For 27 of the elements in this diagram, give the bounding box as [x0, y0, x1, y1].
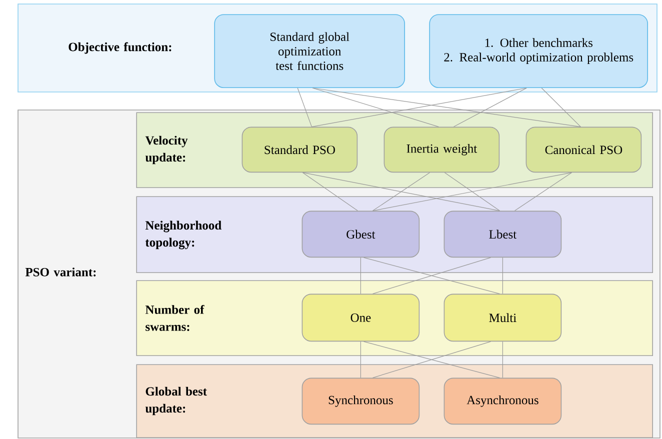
option-box: Gbest [302, 210, 420, 258]
option-box: Synchronous [302, 378, 420, 425]
option-box: 1. Other benchmarks 2. Real-world optimization problems [429, 14, 648, 88]
connector-line [502, 341, 503, 378]
connector-line [453, 88, 527, 128]
connector-line [312, 88, 581, 128]
connector-line [311, 88, 527, 128]
option-box: One [302, 294, 420, 342]
connector-line [541, 88, 581, 128]
connector-line [297, 88, 312, 128]
connector-line [302, 172, 358, 212]
option-box: Canonical PSO [526, 126, 642, 173]
option-box: Standard global optimization test functions [214, 14, 405, 88]
option-box: Asynchronous [444, 378, 562, 425]
connector-line [372, 172, 572, 212]
connector-line [312, 88, 439, 128]
connector-line [360, 257, 361, 294]
option-box: Lbest [444, 210, 562, 258]
option-box: Standard PSO [242, 126, 358, 173]
option-box: Multi [444, 294, 562, 342]
connector-line [302, 172, 500, 212]
connector-line [372, 172, 430, 212]
connector-line [360, 341, 361, 378]
connector-line [514, 172, 572, 212]
connector-line [502, 257, 503, 294]
connector-line [444, 172, 500, 212]
option-box: Inertia weight [384, 126, 500, 173]
